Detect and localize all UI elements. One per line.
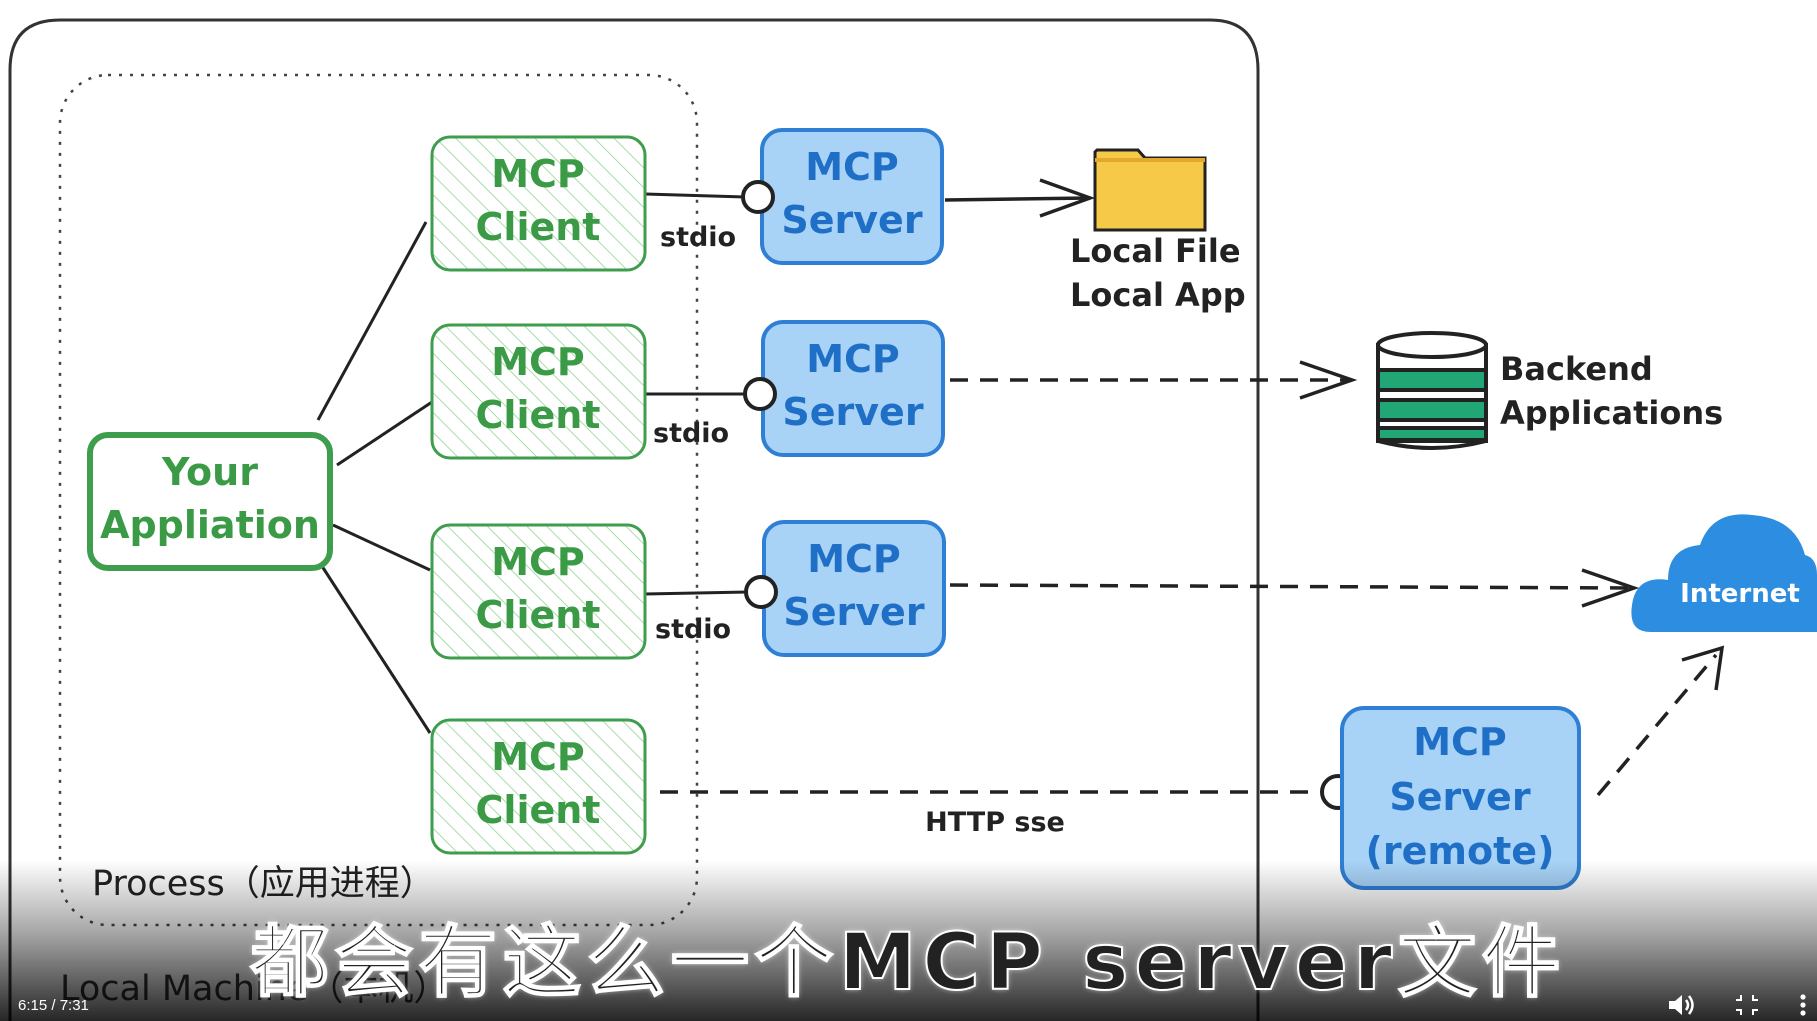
exit-fullscreen-icon: [1736, 995, 1758, 1015]
client-label-line2: Client: [476, 593, 601, 637]
app-label-line1: Your: [161, 450, 258, 494]
http-sse-label: HTTP sse: [925, 807, 1065, 838]
client-label-line1: MCP: [491, 152, 585, 196]
mcp-server-3: MCP Server: [762, 520, 946, 657]
port-circles: [741, 180, 1356, 810]
time-display: 6:15 / 7:31: [18, 997, 89, 1014]
stdio-label: stdio: [655, 614, 731, 645]
mcp-client-1: MCP Client: [430, 135, 647, 272]
your-application-node: Your Appliation: [87, 432, 333, 571]
mcp-server-remote: MCP Server (remote): [1340, 706, 1581, 890]
internet-label: Internet: [1680, 579, 1800, 609]
more-options-button[interactable]: [1792, 990, 1814, 1020]
mcp-client-3: MCP Client: [430, 523, 647, 660]
remote-label-line3: (remote): [1366, 829, 1555, 873]
stdio-connectors: [644, 192, 749, 596]
app-client-connectors: [316, 221, 433, 734]
server-label-line2: Server: [782, 390, 923, 434]
server-label-line2: Server: [781, 198, 922, 242]
server-label-line2: Server: [783, 590, 924, 634]
client-label-line1: MCP: [491, 540, 585, 584]
server-label-line1: MCP: [805, 145, 899, 189]
client-label-line1: MCP: [491, 735, 585, 779]
mcp-server-2: MCP Server: [761, 320, 945, 457]
stdio-label: stdio: [660, 222, 736, 253]
backend-label-line1: Backend: [1500, 350, 1653, 388]
mcp-server-1: MCP Server: [760, 128, 944, 265]
client-label-line2: Client: [476, 393, 601, 437]
app-label-line2: Appliation: [100, 503, 320, 547]
client-label-line2: Client: [476, 205, 601, 249]
video-subtitle: 都会有这么一个MCP server文件: [250, 917, 1567, 1009]
more-vertical-icon: [1800, 994, 1806, 1016]
server-resource-connectors: [944, 178, 1725, 797]
volume-icon: [1669, 995, 1694, 1015]
local-app-label: Local App: [1070, 276, 1246, 314]
exit-fullscreen-button[interactable]: [1730, 990, 1764, 1020]
client-label-line2: Client: [476, 788, 601, 832]
folder-icon: [1093, 148, 1207, 232]
process-label: Process（应用进程）: [92, 864, 435, 904]
mcp-client-4: MCP Client: [430, 718, 647, 855]
local-machine-frame: [8, 18, 1260, 1021]
server-label-line1: MCP: [806, 337, 900, 381]
database-icon: [1376, 331, 1488, 450]
local-file-label: Local File: [1070, 232, 1241, 270]
cloud-icon: [1631, 514, 1817, 632]
remote-label-line1: MCP: [1413, 720, 1507, 764]
remote-label-line2: Server: [1389, 775, 1530, 819]
backend-label-line2: Applications: [1500, 394, 1723, 432]
volume-button[interactable]: [1666, 990, 1700, 1020]
server-label-line1: MCP: [807, 537, 901, 581]
client-label-line1: MCP: [491, 340, 585, 384]
mcp-client-2: MCP Client: [430, 323, 647, 460]
stdio-label: stdio: [653, 418, 729, 449]
